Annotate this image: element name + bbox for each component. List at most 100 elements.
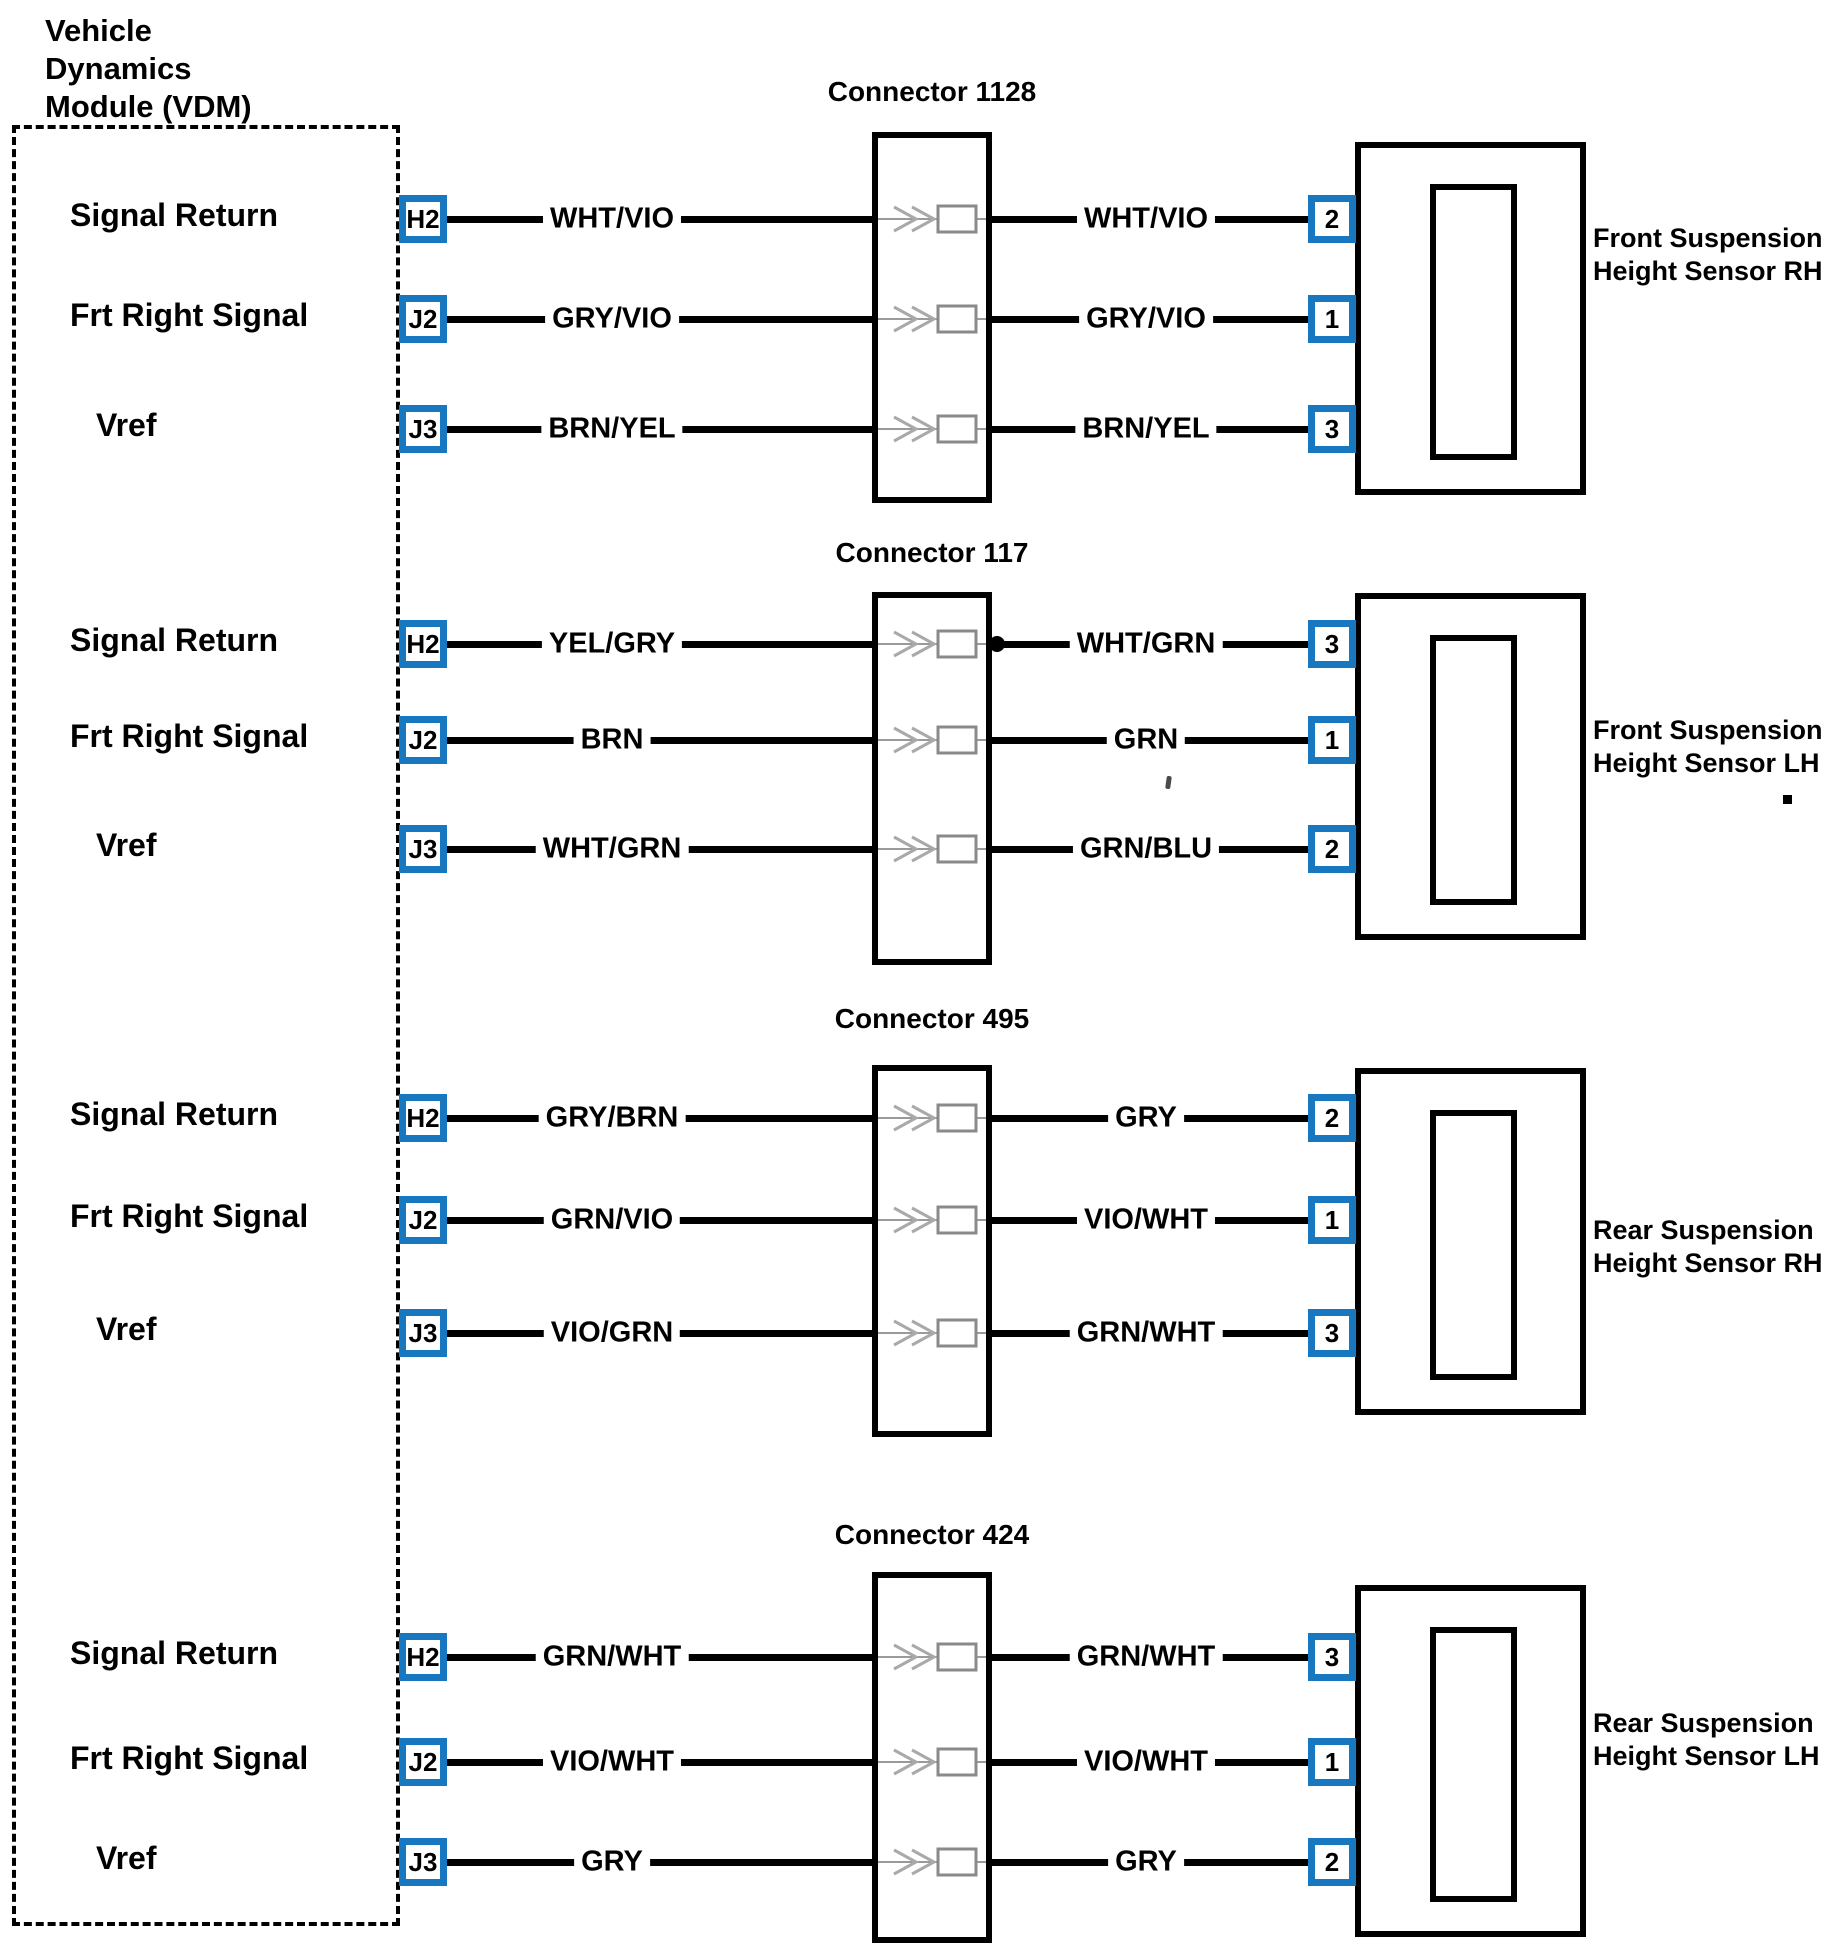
vdm-title-line: Dynamics xyxy=(45,51,192,86)
vdm-pin-box: J2 xyxy=(399,1738,447,1786)
vdm-signal-label: Signal Return xyxy=(70,1635,279,1671)
connector-title: Connector 424 xyxy=(834,1519,1030,1550)
wire-color-label-left: BRN xyxy=(573,723,651,757)
vdm-signal-label: Vref xyxy=(96,827,157,863)
sensor-inner-rect xyxy=(1430,1627,1517,1902)
vdm-pin-box: J2 xyxy=(399,1196,447,1244)
wire-color-label-left: GRY/BRN xyxy=(538,1101,686,1135)
junction-dot xyxy=(989,636,1005,652)
vdm-pin-box: J3 xyxy=(399,825,447,873)
stray-mark-tick xyxy=(1165,775,1172,790)
wire-color-label-left: GRY/VIO xyxy=(545,302,679,336)
sensor-inner-rect xyxy=(1430,1110,1517,1380)
vdm-signal-label: Signal Return xyxy=(70,622,279,658)
sensor-pin-box: 1 xyxy=(1308,1196,1356,1244)
sensor-pin-box: 3 xyxy=(1308,1309,1356,1357)
wire-color-label-right: GRN xyxy=(1106,723,1186,757)
wire-color-label-right: GRY xyxy=(1108,1101,1184,1135)
wire-color-label-left: VIO/WHT xyxy=(542,1745,682,1779)
wire-color-label-left: GRY xyxy=(574,1845,650,1879)
wire-color-label-left: WHT/GRN xyxy=(535,832,689,866)
vdm-pin-box: J3 xyxy=(399,1309,447,1357)
sensor-label-line: Rear Suspension xyxy=(1593,1215,1814,1245)
sensor-inner-rect xyxy=(1430,184,1517,460)
sensor-label-line: Front Suspension xyxy=(1593,715,1823,745)
vdm-pin-box: J2 xyxy=(399,716,447,764)
stray-mark-dot xyxy=(1783,795,1792,804)
wire-color-label-right: GRY/VIO xyxy=(1079,302,1213,336)
connector-title: Connector 495 xyxy=(834,1003,1030,1034)
wire-color-label-left: YEL/GRY xyxy=(541,627,683,661)
passthrough-symbol xyxy=(878,201,986,237)
wire-color-label-right: VIO/WHT xyxy=(1076,1203,1216,1237)
connector-box xyxy=(872,592,992,965)
wire-color-label-right: GRY xyxy=(1108,1845,1184,1879)
sensor-pin-box: 1 xyxy=(1308,1738,1356,1786)
passthrough-symbol xyxy=(878,1202,986,1238)
sensor-label-line: Height Sensor RH xyxy=(1593,256,1823,286)
wire-color-label-right: GRN/BLU xyxy=(1072,832,1220,866)
connector-title: Connector 1128 xyxy=(827,76,1037,107)
wire-color-label-left: GRN/VIO xyxy=(543,1203,681,1237)
passthrough-symbol xyxy=(878,411,986,447)
wire-color-label-right: GRN/WHT xyxy=(1069,1640,1223,1674)
vdm-signal-label: Vref xyxy=(96,1311,157,1347)
wire-color-label-right: WHT/GRN xyxy=(1069,627,1223,661)
vdm-pin-box: J3 xyxy=(399,1838,447,1886)
sensor-label-line: Height Sensor LH xyxy=(1593,748,1820,778)
passthrough-symbol xyxy=(878,1844,986,1880)
wire-color-label-left: VIO/GRN xyxy=(543,1316,681,1350)
vdm-signal-label: Signal Return xyxy=(70,1096,279,1132)
vdm-title-line: Module (VDM) xyxy=(45,89,252,124)
passthrough-symbol xyxy=(878,1315,986,1351)
passthrough-symbol xyxy=(878,1639,986,1675)
sensor-inner-rect xyxy=(1430,635,1517,905)
sensor-pin-box: 1 xyxy=(1308,295,1356,343)
wire-color-label-right: BRN/YEL xyxy=(1075,412,1217,446)
vdm-signal-label: Signal Return xyxy=(70,197,279,233)
sensor-pin-box: 2 xyxy=(1308,195,1356,243)
sensor-label-line: Front Suspension xyxy=(1593,223,1823,253)
sensor-pin-box: 2 xyxy=(1308,1094,1356,1142)
vdm-signal-label: Vref xyxy=(96,1840,157,1876)
sensor-label-line: Rear Suspension xyxy=(1593,1708,1814,1738)
sensor-pin-box: 2 xyxy=(1308,1838,1356,1886)
sensor-pin-box: 1 xyxy=(1308,716,1356,764)
wire-color-label-right: VIO/WHT xyxy=(1076,1745,1216,1779)
sensor-label-line: Height Sensor LH xyxy=(1593,1741,1820,1771)
vdm-pin-box: H2 xyxy=(399,1633,447,1681)
passthrough-symbol xyxy=(878,722,986,758)
vdm-signal-label: Vref xyxy=(96,407,157,443)
vdm-boundary xyxy=(12,125,400,1926)
passthrough-symbol xyxy=(878,1100,986,1136)
wire-segment-left xyxy=(445,1859,876,1866)
sensor-label-line: Height Sensor RH xyxy=(1593,1248,1823,1278)
vdm-signal-label: Frt Right Signal xyxy=(70,297,309,333)
wire-color-label-left: WHT/VIO xyxy=(542,202,682,236)
passthrough-symbol xyxy=(878,626,986,662)
vdm-pin-box: H2 xyxy=(399,1094,447,1142)
vdm-signal-label: Frt Right Signal xyxy=(70,718,309,754)
sensor-pin-box: 3 xyxy=(1308,620,1356,668)
vdm-pin-box: H2 xyxy=(399,195,447,243)
wire-color-label-right: WHT/VIO xyxy=(1076,202,1216,236)
passthrough-symbol xyxy=(878,301,986,337)
vdm-title-line: Vehicle xyxy=(45,13,152,48)
vdm-pin-box: H2 xyxy=(399,620,447,668)
vdm-title: Vehicle Dynamics Module (VDM) xyxy=(45,12,252,126)
wire-color-label-left: GRN/WHT xyxy=(535,1640,689,1674)
wire-segment-left xyxy=(445,737,876,744)
wire-color-label-left: BRN/YEL xyxy=(541,412,683,446)
connector-title: Connector 117 xyxy=(835,537,1029,568)
passthrough-symbol xyxy=(878,831,986,867)
vdm-pin-box: J3 xyxy=(399,405,447,453)
sensor-pin-box: 3 xyxy=(1308,405,1356,453)
sensor-pin-box: 3 xyxy=(1308,1633,1356,1681)
passthrough-symbol xyxy=(878,1744,986,1780)
wire-color-label-right: GRN/WHT xyxy=(1069,1316,1223,1350)
